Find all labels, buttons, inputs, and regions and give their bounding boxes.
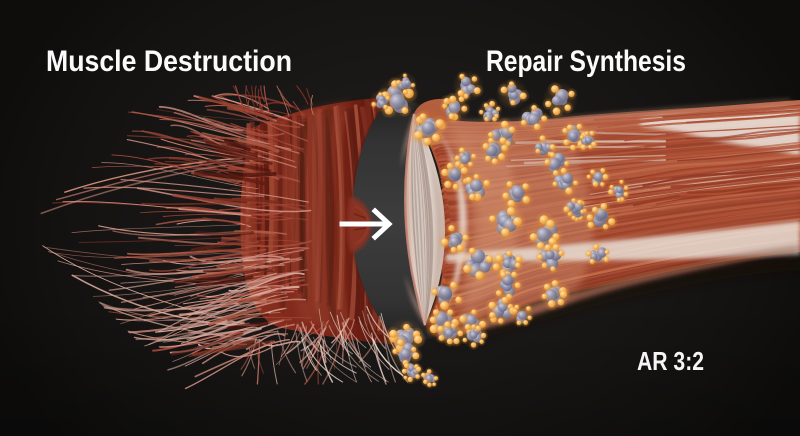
svg-text:AR 3:2: AR 3:2 bbox=[637, 346, 704, 376]
svg-text:Muscle Destruction: Muscle Destruction bbox=[46, 45, 292, 78]
svg-text:Repair Synthesis: Repair Synthesis bbox=[486, 45, 686, 78]
